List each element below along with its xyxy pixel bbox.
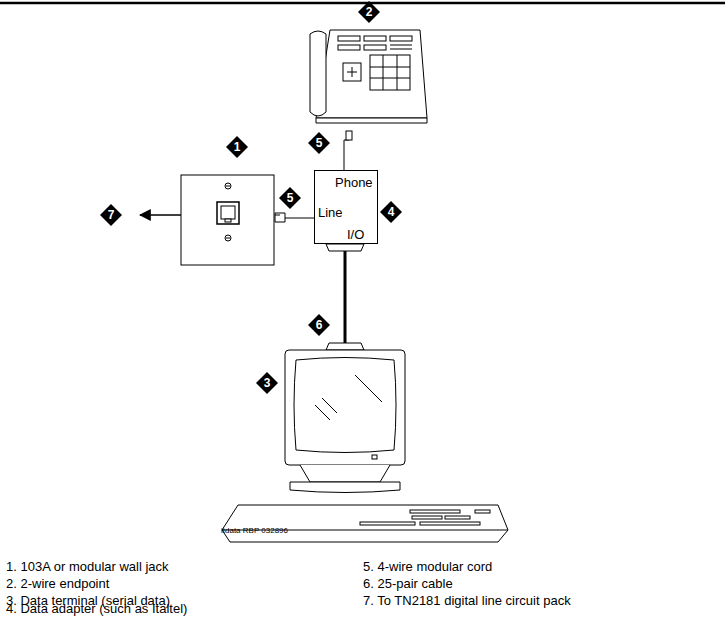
- phone-illustration: [310, 30, 427, 123]
- port-label: Phone: [335, 175, 373, 190]
- modular-plug: [346, 131, 352, 140]
- figure-id: itdata RBP 032896: [221, 526, 288, 536]
- callout-number: 1: [227, 140, 247, 154]
- port-label: I/O: [347, 227, 364, 242]
- wall-jack: [181, 175, 274, 265]
- db25-connector: [326, 244, 364, 251]
- modular-cord: [285, 218, 314, 219]
- data-adapter-box: PhoneLineI/O: [314, 170, 378, 244]
- callout-number: 2: [359, 5, 379, 19]
- callout-number: 5: [309, 136, 329, 150]
- callout-number: 7: [101, 208, 121, 222]
- legend-entry: 2. 2-wire endpoint: [6, 576, 109, 591]
- legend-entry: 7. To TN2181 digital line circuit pack: [363, 593, 571, 608]
- callout-number: 5: [280, 191, 300, 205]
- legend-entry: 6. 25-pair cable: [363, 576, 453, 591]
- legend-entry: 5. 4-wire modular cord: [363, 559, 492, 574]
- port-label: Line: [318, 205, 343, 220]
- db25-connector: [326, 343, 364, 350]
- legend-entry: 1. 103A or modular wall jack: [6, 559, 169, 574]
- callout-number: 6: [309, 318, 329, 332]
- 25-pair-cable: [344, 251, 347, 343]
- terminal-illustration: [222, 350, 508, 542]
- callout-number: 4: [381, 205, 401, 219]
- legend-entry: 4. Data adapter (such as Italtel): [6, 601, 187, 616]
- to-circuit-pack-arrow: [140, 214, 181, 216]
- modular-plug: [275, 213, 285, 222]
- top-rule: [0, 2, 725, 5]
- callout-number: 3: [257, 376, 277, 390]
